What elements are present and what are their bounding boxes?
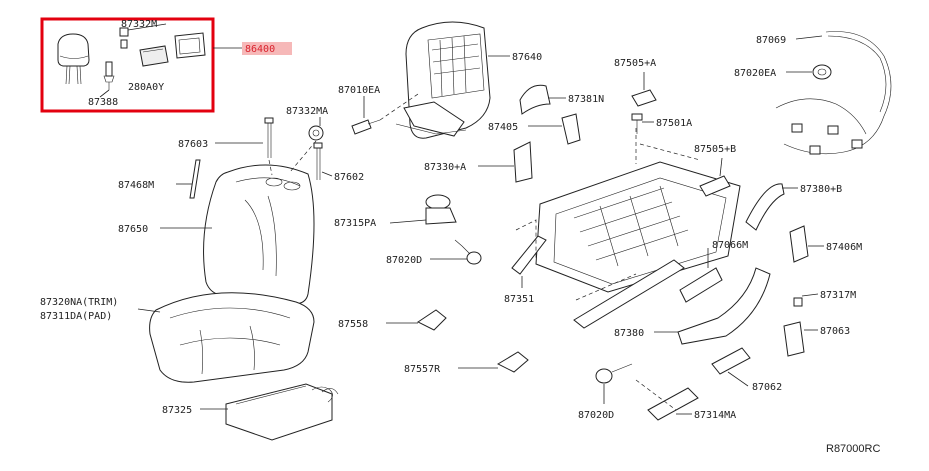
callout-87603[interactable]: 87603	[178, 139, 208, 150]
callout-87066m[interactable]: 87066M	[712, 240, 748, 251]
trim-380b[interactable]	[745, 183, 785, 231]
callout-87380[interactable]: 87380	[614, 328, 644, 339]
callout-87020d-1[interactable]: 87020D	[386, 255, 422, 266]
cover-062[interactable]	[711, 347, 751, 375]
callout-86400[interactable]: 86400	[245, 44, 275, 55]
callout-87069[interactable]: 87069	[756, 35, 786, 46]
headrest-guide-left[interactable]	[264, 117, 274, 158]
callout-87602[interactable]: 87602	[334, 172, 364, 183]
callout-87380b[interactable]: 87380+B	[800, 184, 842, 195]
cover-330a[interactable]	[513, 141, 533, 183]
callout-280a0y[interactable]: 280A0Y	[128, 82, 164, 93]
callout-87315pa[interactable]: 87315PA	[334, 218, 376, 229]
callout-87062[interactable]: 87062	[752, 382, 782, 393]
cover-405[interactable]	[561, 113, 581, 145]
callout-87063[interactable]: 87063	[820, 326, 850, 337]
trim-380[interactable]	[677, 267, 771, 345]
clip-558[interactable]	[417, 309, 447, 331]
seat-back-cushion[interactable]	[203, 164, 315, 305]
callout-87650[interactable]: 87650	[118, 224, 148, 235]
seat-cushion[interactable]	[149, 292, 315, 383]
callout-87558[interactable]: 87558	[338, 319, 368, 330]
cover-406m[interactable]	[789, 225, 809, 263]
callout-87388[interactable]: 87388	[88, 97, 118, 108]
callout-87317m[interactable]: 87317M	[820, 290, 856, 301]
callout-87501a[interactable]: 87501A	[656, 118, 692, 129]
callout-87010ea[interactable]: 87010EA	[338, 85, 380, 96]
seat-back-frame[interactable]	[395, 21, 491, 139]
callout-87640[interactable]: 87640	[512, 52, 542, 63]
headrest-guide-part[interactable]	[103, 61, 115, 90]
ring-part[interactable]	[308, 125, 324, 141]
callout-87505b[interactable]: 87505+B	[694, 144, 736, 155]
cushion-pan[interactable]	[225, 383, 339, 441]
callout-87332ma[interactable]: 87332MA	[286, 106, 328, 117]
callout-87468m[interactable]: 87468M	[118, 180, 154, 191]
panel-part[interactable]	[174, 32, 206, 59]
clip-part[interactable]	[119, 27, 129, 49]
callout-87505a[interactable]: 87505+A	[614, 58, 656, 69]
headrest-part[interactable]	[57, 33, 90, 85]
callout-87314ma[interactable]: 87314MA	[694, 410, 736, 421]
clip-557r[interactable]	[496, 351, 529, 373]
cover-063[interactable]	[783, 321, 805, 357]
screw-part-1[interactable]	[454, 239, 482, 265]
headrest-guide-right[interactable]	[313, 142, 323, 180]
callout-87405[interactable]: 87405	[488, 122, 518, 133]
knob-part[interactable]	[425, 194, 457, 225]
callout-87381n[interactable]: 87381N	[568, 94, 604, 105]
highlight-label-box	[242, 42, 292, 55]
callout-87332m[interactable]: 87332M	[121, 19, 157, 30]
strip-part[interactable]	[189, 159, 201, 199]
connector-020ea[interactable]	[812, 64, 832, 80]
wire-harness[interactable]	[775, 31, 892, 155]
bracket-505b[interactable]	[699, 175, 731, 197]
cover-066m[interactable]	[679, 267, 723, 303]
callout-87320na[interactable]: 87320NA(TRIM)	[40, 297, 118, 308]
callout-87406m[interactable]: 87406M	[826, 242, 862, 253]
reference-code: R87000RC	[826, 443, 880, 455]
callout-87020ea[interactable]: 87020EA	[734, 68, 776, 79]
bolt-part[interactable]	[351, 119, 381, 135]
callout-87311da[interactable]: 87311DA(PAD)	[40, 311, 112, 322]
callout-87330a[interactable]: 87330+A	[424, 162, 466, 173]
callout-87557r[interactable]: 87557R	[404, 364, 441, 375]
seat-frame[interactable]	[511, 161, 741, 329]
module-part[interactable]	[139, 45, 169, 67]
cover-314ma[interactable]	[647, 387, 699, 421]
callout-87020d-2[interactable]: 87020D	[578, 410, 614, 421]
highlight-frame	[40, 17, 215, 113]
screw-part-2[interactable]	[595, 363, 633, 384]
bolt-501a[interactable]	[631, 113, 643, 134]
callout-87351[interactable]: 87351	[504, 294, 534, 305]
bracket-505a[interactable]	[631, 89, 657, 107]
callout-87325[interactable]: 87325	[162, 405, 192, 416]
cover-381n[interactable]	[519, 84, 551, 115]
clip-317m[interactable]	[793, 297, 803, 307]
